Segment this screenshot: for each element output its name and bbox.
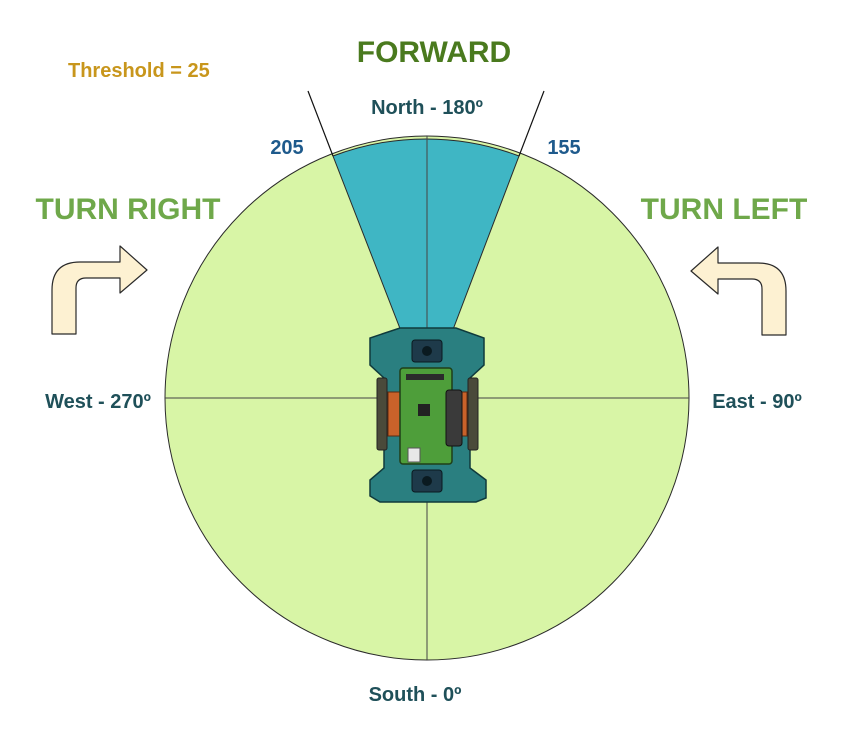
right-wheel bbox=[467, 377, 479, 451]
turn-left-label: TURN LEFT bbox=[641, 193, 808, 226]
east-label: East - 90º bbox=[712, 391, 802, 413]
left-wheel bbox=[376, 377, 388, 451]
turn-right-label: TURN RIGHT bbox=[36, 193, 221, 226]
right-bound-label: 155 bbox=[547, 137, 580, 159]
forward-label: FORWARD bbox=[357, 36, 511, 69]
left-threshold-line bbox=[307, 90, 334, 157]
turn-left-arrow-icon bbox=[690, 246, 787, 336]
usb-port bbox=[407, 447, 421, 463]
rear-sensor-eye bbox=[422, 476, 432, 486]
board-chip bbox=[418, 404, 430, 416]
left-bound-label: 205 bbox=[270, 137, 303, 159]
west-label: West - 270º bbox=[45, 391, 151, 413]
board-connector bbox=[406, 374, 444, 380]
front-sensor-eye bbox=[422, 346, 432, 356]
robot-top-view bbox=[369, 327, 487, 503]
forward-wedge bbox=[332, 138, 520, 400]
battery bbox=[445, 389, 463, 447]
turn-right-arrow-icon bbox=[51, 245, 148, 335]
south-label: South - 0º bbox=[369, 684, 462, 706]
right-threshold-line bbox=[518, 90, 545, 157]
left-motor bbox=[387, 391, 401, 437]
threshold-label: Threshold = 25 bbox=[68, 60, 210, 82]
north-label: North - 180º bbox=[371, 97, 483, 119]
